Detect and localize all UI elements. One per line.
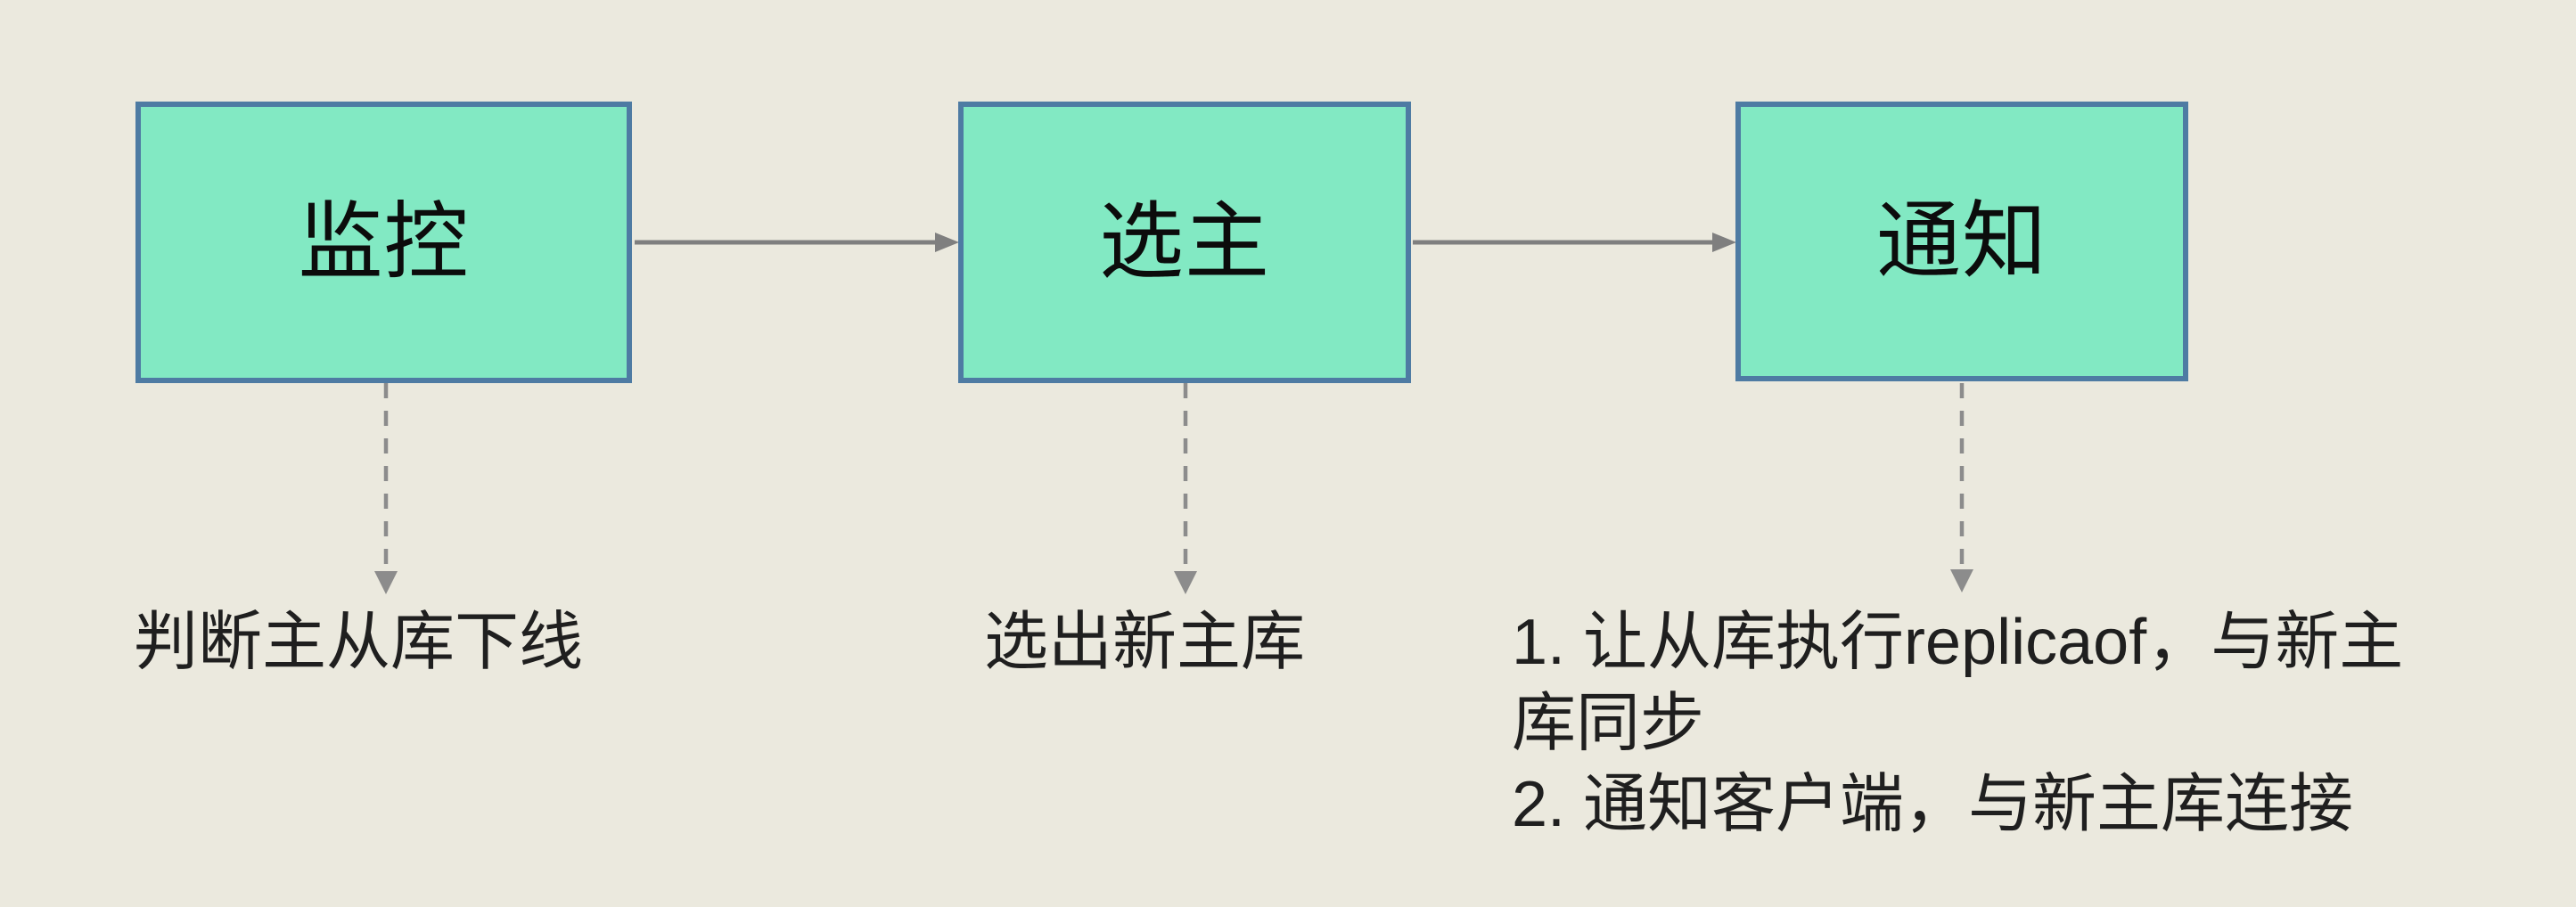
note-monitor: 判断主从库下线 xyxy=(134,607,584,678)
note-elect: 选出新主库 xyxy=(984,607,1306,678)
node-monitor-label: 监控 xyxy=(298,194,470,290)
flow-node-notify: 通知 xyxy=(1735,102,2188,381)
flow-node-monitor: 监控 xyxy=(135,102,632,383)
node-notify-label: 通知 xyxy=(1875,193,2047,289)
note-notify: 1. 让从库执行replicaof，与新主 库同步 2. 通知客户端，与新主库连… xyxy=(1512,607,2404,840)
node-elect-label: 选主 xyxy=(1098,194,1270,290)
flow-node-elect: 选主 xyxy=(958,102,1411,383)
